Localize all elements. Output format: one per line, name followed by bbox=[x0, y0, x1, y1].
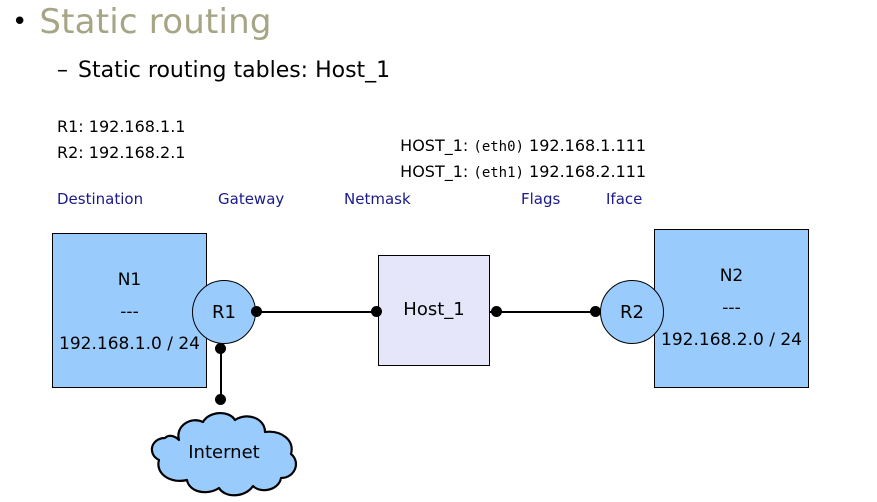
subtitle-text: Static routing tables: Host_1 bbox=[78, 58, 391, 83]
host-address-eth0: HOST_1: (eth0) 192.168.1.111 bbox=[390, 117, 646, 155]
cloud-icon bbox=[150, 412, 298, 497]
network-n2-separator: --- bbox=[722, 298, 741, 318]
router-r2-label: R2 bbox=[620, 301, 644, 323]
subtitle-dash-icon: – bbox=[57, 58, 68, 83]
column-header-iface: Iface bbox=[606, 190, 643, 208]
router-node-r1: R1 bbox=[192, 280, 256, 344]
router-address-r2: R2: 192.168.2.1 bbox=[57, 143, 186, 162]
host-address-eth0-ip: 192.168.1.111 bbox=[523, 136, 647, 155]
column-header-netmask: Netmask bbox=[344, 190, 411, 208]
internet-cloud: Internet bbox=[145, 410, 303, 498]
title-bullet-icon: • bbox=[12, 7, 28, 37]
connector-dot-host-right bbox=[491, 306, 502, 317]
link-r1-to-host1 bbox=[256, 311, 376, 313]
column-header-destination: Destination bbox=[57, 190, 144, 208]
column-header-gateway: Gateway bbox=[218, 190, 285, 208]
column-header-flags: Flags bbox=[521, 190, 561, 208]
page-title: • Static routing bbox=[12, 0, 272, 44]
host-address-eth1-prefix: HOST_1: bbox=[400, 162, 474, 181]
router-node-r2: R2 bbox=[600, 280, 664, 344]
connector-dot-cloud-top bbox=[215, 394, 226, 405]
connector-dot-r1-bottom bbox=[215, 343, 226, 354]
connector-dot-r1-right bbox=[251, 306, 262, 317]
host-box-label: Host_1 bbox=[403, 299, 465, 320]
link-r1-to-internet bbox=[220, 348, 222, 400]
host-address-eth0-prefix: HOST_1: bbox=[400, 136, 474, 155]
host-address-eth0-iface: (eth0) bbox=[473, 139, 524, 155]
router-r1-label: R1 bbox=[212, 301, 236, 323]
router-address-r1: R1: 192.168.1.1 bbox=[57, 117, 186, 136]
connector-dot-r2-left bbox=[590, 306, 601, 317]
network-n2-subnet: 192.168.2.0 / 24 bbox=[661, 330, 802, 350]
link-host1-to-r2 bbox=[490, 311, 596, 313]
network-box-n1: N1 --- 192.168.1.0 / 24 bbox=[52, 233, 207, 388]
network-n2-name: N2 bbox=[719, 266, 744, 286]
connector-dot-host-left bbox=[371, 306, 382, 317]
network-n1-subnet: 192.168.1.0 / 24 bbox=[59, 334, 200, 354]
host-box-host1: Host_1 bbox=[378, 255, 490, 366]
network-n1-separator: --- bbox=[120, 302, 139, 322]
internet-cloud-label: Internet bbox=[188, 442, 260, 463]
subtitle: – Static routing tables: Host_1 bbox=[57, 58, 390, 83]
title-text: Static routing bbox=[39, 2, 272, 42]
network-box-n2: N2 --- 192.168.2.0 / 24 bbox=[654, 229, 809, 388]
network-n1-name: N1 bbox=[117, 270, 142, 290]
host-address-eth1-ip: 192.168.2.111 bbox=[523, 162, 647, 181]
host-address-eth1: HOST_1: (eth1) 192.168.2.111 bbox=[390, 143, 646, 181]
host-address-eth1-iface: (eth1) bbox=[473, 165, 524, 181]
